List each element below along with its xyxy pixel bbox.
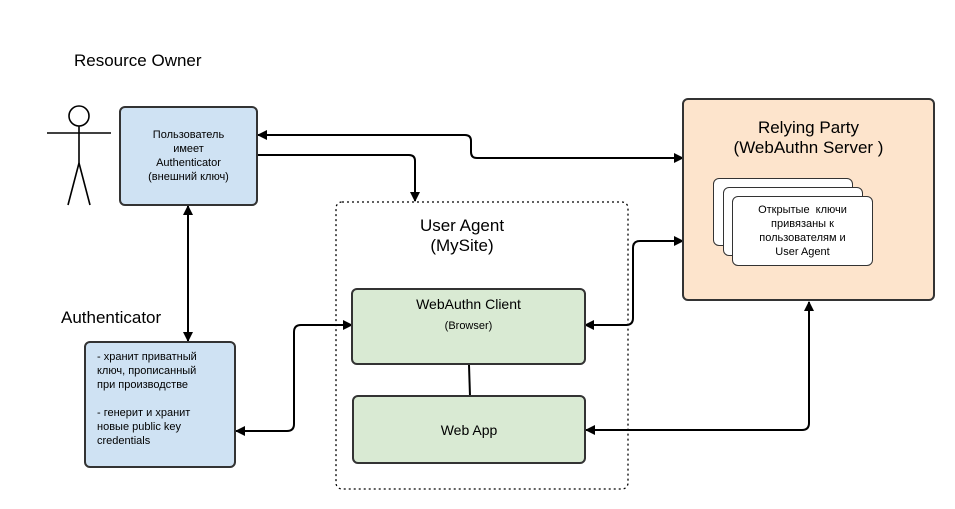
public-keys-line: Открытые ключи — [758, 204, 847, 216]
authenticator-line: credentials — [97, 435, 151, 447]
user-box-line: Пользователь — [152, 129, 225, 141]
authenticator-box: - хранит приватный ключ, прописанный при… — [84, 341, 236, 468]
web-app-title: Web App — [440, 421, 498, 438]
user-box-line: имеет — [173, 143, 204, 155]
authenticator-label: Authenticator — [61, 308, 162, 327]
authenticator-line: - хранит приватный — [97, 351, 197, 363]
arrow-webapp-relying-party — [585, 301, 814, 435]
arrow-client-relying-party — [584, 236, 684, 330]
public-keys-line: User Agent — [775, 246, 830, 258]
person-icon — [47, 105, 111, 206]
webauthn-client-box: WebAuthn Client (Browser) — [351, 288, 586, 365]
link-client-webapp — [468, 364, 471, 397]
authenticator-line: - генерит и хранит — [97, 407, 191, 419]
authenticator-line: ключ, прописанный — [97, 365, 197, 377]
public-keys-line: пользователям и — [759, 232, 846, 244]
public-keys-card: Открытые ключи привязаны к пользователям… — [732, 196, 873, 266]
user-agent-title-line: (MySite) — [430, 236, 494, 255]
user-box-line: Authenticator — [156, 157, 221, 169]
arrow-user-to-agent — [258, 154, 420, 202]
resource-owner-label: Resource Owner — [74, 51, 202, 70]
relying-party-title-line: (WebAuthn Server ) — [733, 138, 884, 157]
public-keys-line: привязаны к — [771, 218, 834, 230]
user-agent-title-line: User Agent — [419, 216, 505, 235]
authenticator-line: новые public key — [97, 421, 182, 433]
arrow-user-relying-party — [257, 130, 684, 163]
arrow-authenticator-client — [235, 320, 353, 436]
authenticator-line: при производстве — [97, 379, 189, 391]
user-agent-title: User Agent (MySite) — [336, 216, 588, 256]
user-authenticator-box: Пользователь имеет Authenticator (внешни… — [119, 106, 258, 206]
webauthn-client-title: WebAuthn Client — [416, 296, 521, 312]
webauthn-client-subtitle: (Browser) — [444, 320, 493, 332]
user-box-line: (внешний ключ) — [148, 171, 229, 183]
relying-party-title-line: Relying Party — [757, 118, 860, 137]
web-app-box: Web App — [352, 395, 586, 464]
